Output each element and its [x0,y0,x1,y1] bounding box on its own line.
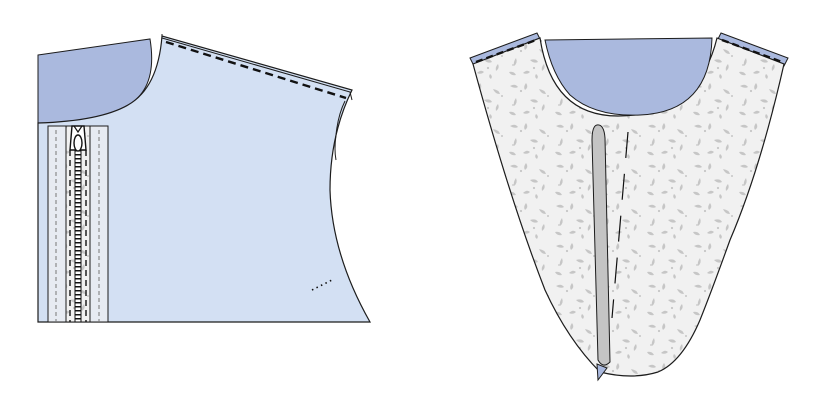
zipper-tape-left [47,125,67,323]
bottom-lining-tip [596,363,608,382]
armhole-fold [334,100,346,161]
center-stitch-line [611,131,629,319]
front-opening-fold [591,124,611,366]
dart-marking [311,278,335,291]
zipper-teeth [74,149,82,323]
zipper [47,125,109,323]
shoulder-edge [161,34,353,101]
zipper-pull-icon [69,125,87,152]
shoulder-stitch-line [165,40,347,100]
facing-neckline-lining [544,37,713,116]
bodice-front-figure [37,34,372,323]
bodice-fabric [37,35,372,323]
facing-figure [469,32,789,382]
